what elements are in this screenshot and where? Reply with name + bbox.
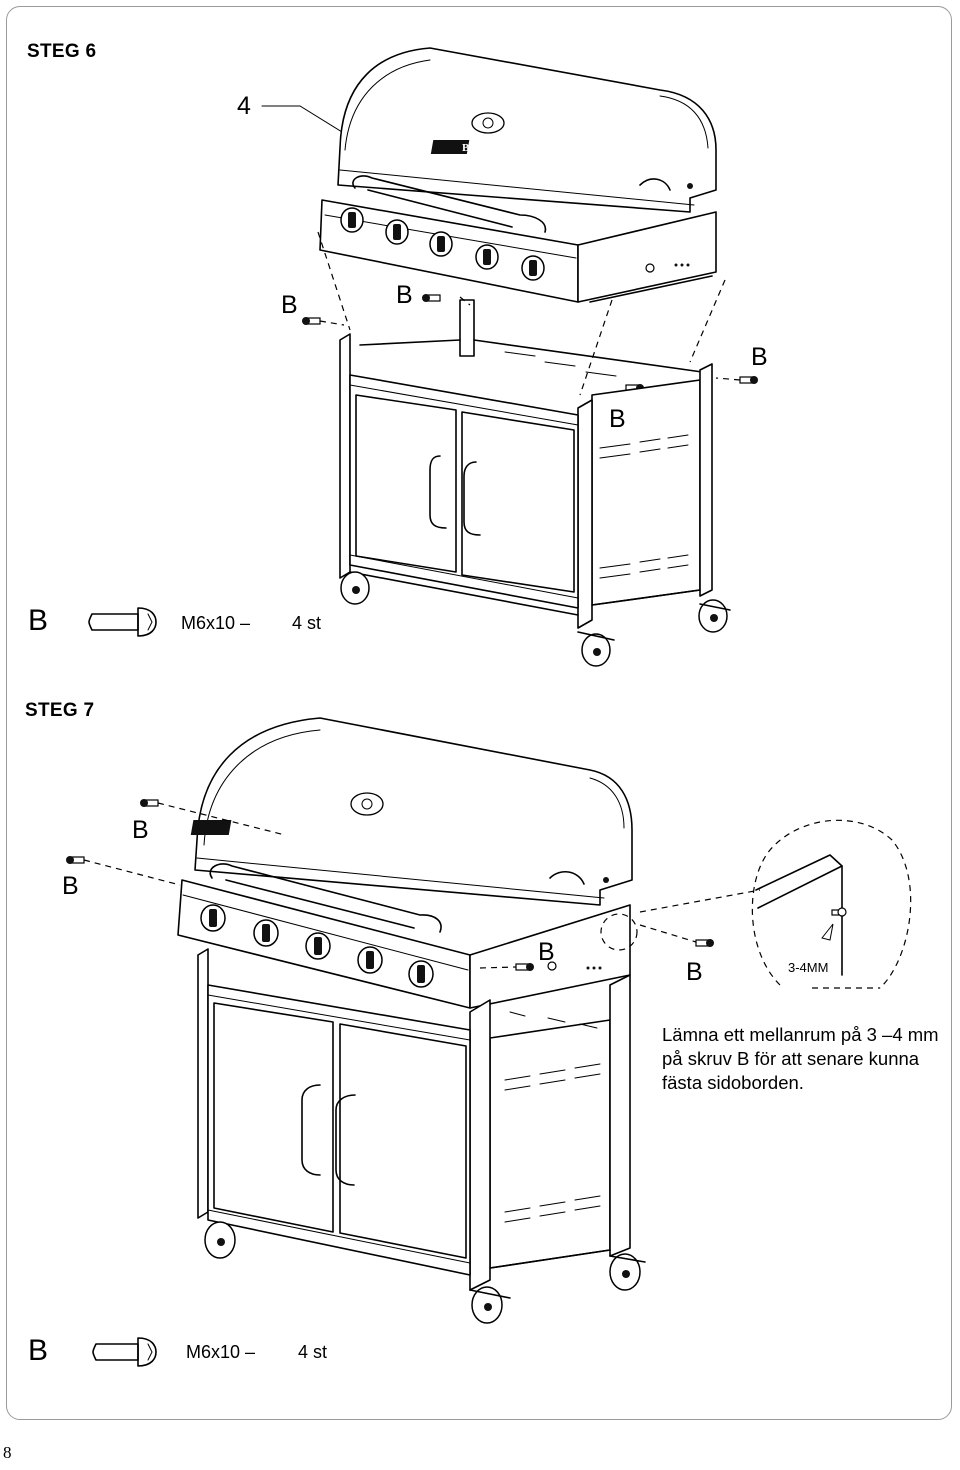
screw-label-b: B: [396, 281, 413, 309]
screw-label-b: B: [609, 405, 626, 433]
step-7-grill-illustration: BBQ: [66, 717, 912, 1367]
svg-text:BBQ: BBQ: [341, 823, 365, 835]
screw-label-b: B: [686, 958, 703, 986]
screw-label-b: B: [62, 872, 79, 900]
part-quantity: 4 st: [298, 1342, 328, 1362]
logo-text: BBQ: [462, 142, 486, 154]
part-quantity: 4 st: [292, 613, 322, 633]
part-letter: B: [28, 604, 49, 637]
page-frame: [6, 6, 952, 1420]
screw-label-b: B: [281, 291, 298, 319]
page-number: 8: [3, 1443, 12, 1462]
part-size: M6x10 –: [181, 613, 251, 633]
gap-measurement-label: 3-4MM: [788, 960, 829, 975]
step-7-title: STEG 7: [25, 700, 95, 721]
part-letter: B: [28, 1334, 49, 1367]
step-6-grill-illustration: BBQ: [88, 47, 758, 667]
screw-label-b: B: [132, 816, 149, 844]
instruction-note: Lämna ett mellanrum på 3 –4 mm på skruv …: [662, 1024, 939, 1093]
part-size: M6x10 –: [186, 1342, 256, 1362]
step-6-title: STEG 6: [27, 41, 97, 62]
part-callout-4: 4: [237, 92, 251, 120]
screw-label-b: B: [538, 938, 555, 966]
screw-label-b: B: [751, 343, 768, 371]
